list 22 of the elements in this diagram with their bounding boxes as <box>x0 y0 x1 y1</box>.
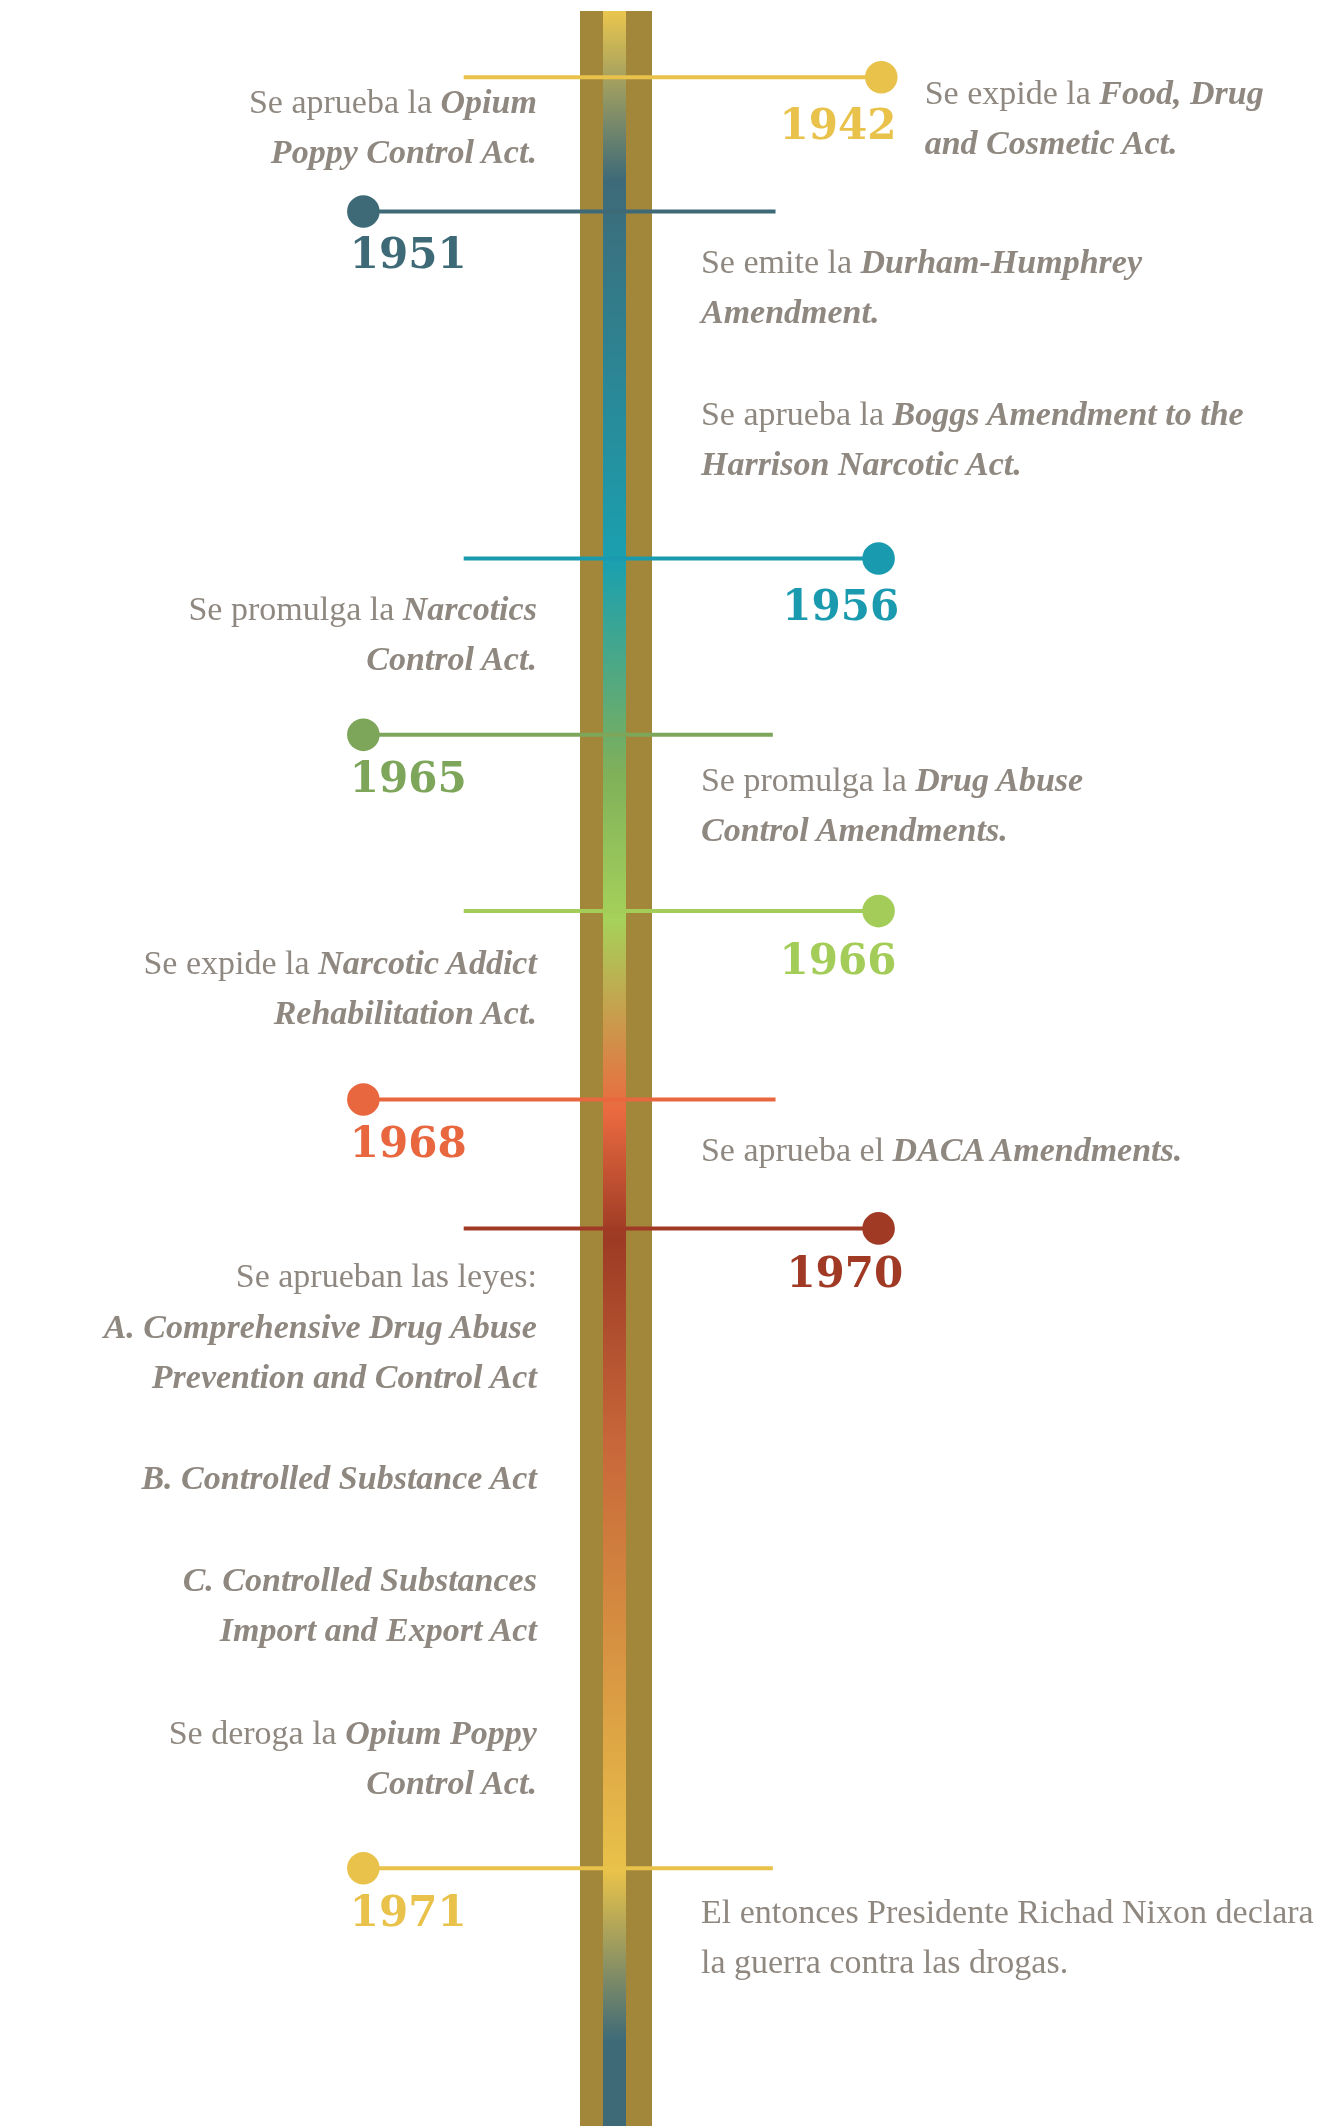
event-description: Se aprueba la Boggs Amendment to the Harrison Narcotic Act. <box>700 394 1245 485</box>
event-description: Se deroga la Opium Poppy Control Act. <box>167 1713 537 1804</box>
year-label: 1970 <box>786 1247 904 1300</box>
event-description: Se aprueban las leyes: <box>234 1256 537 1297</box>
event-description: C. Controlled Substances Import and Export Act <box>181 1560 537 1651</box>
event-description: Se aprueba el DACA Amendments. <box>700 1130 1184 1171</box>
event-description: Se expide la Narcotic Addict Rehabilitation Act. <box>142 943 537 1034</box>
year-label: 1951 <box>349 227 467 280</box>
event-description: Se aprueba la Opium Poppy Control Act. <box>247 82 537 173</box>
year-label: 1968 <box>349 1117 467 1170</box>
year-label: 1956 <box>782 580 900 633</box>
event-description: Se promulga la Drug Abuse Control Amendments. <box>700 760 1085 851</box>
year-label: 1971 <box>349 1885 467 1938</box>
year-label: 1942 <box>779 98 897 151</box>
year-label: 1965 <box>349 752 467 805</box>
event-description: Se emite la Durham-Humphrey Amendment. <box>700 242 1143 333</box>
event-description: A. Comprehensive Drug Abuse Prevention and Control Act <box>101 1306 537 1397</box>
event-description: El entonces Presidente Richad Nixon declara la guerra contra las drogas. <box>700 1892 1315 1983</box>
event-description: B. Controlled Substance Act <box>140 1458 537 1499</box>
event-description: Se expide la Food, Drug and Cosmetic Act. <box>924 72 1265 163</box>
event-description: Se promulga la Narcotics Control Act. <box>187 589 537 680</box>
year-label: 1966 <box>779 934 897 987</box>
